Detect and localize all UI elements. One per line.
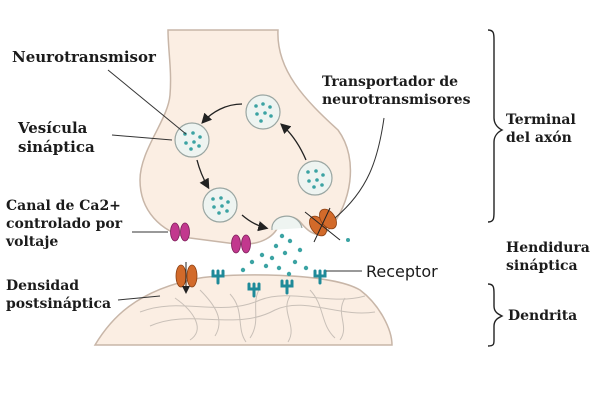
- postsynaptic-ion-channel: [175, 262, 198, 294]
- region-synaptic-cleft-1: Hendidura: [506, 240, 590, 256]
- calcium-channel: [170, 222, 190, 242]
- vesicle-cycle-arrows: [196, 103, 307, 232]
- label-calcium-3: voltaje: [5, 234, 58, 250]
- synaptic-vesicle: [245, 94, 281, 130]
- region-dendrite: Dendrita: [508, 308, 577, 324]
- label-psd-1: Densidad: [6, 278, 79, 294]
- calcium-channel: [231, 234, 251, 254]
- label-transporter-1: Transportador de: [322, 74, 458, 90]
- region-axon-terminal-1: Terminal: [506, 112, 576, 128]
- region-synaptic-cleft-2: sináptica: [506, 258, 578, 274]
- label-transporter-2: neurotransmisores: [322, 92, 471, 108]
- region-axon-terminal-2: del axón: [506, 130, 572, 146]
- neurotransmitter-transporter: [304, 207, 341, 243]
- fusing-vesicle: [271, 215, 303, 231]
- dendrite-shape: [93, 274, 393, 346]
- axon-terminal-shape: [139, 29, 352, 245]
- leader-lines: [107, 69, 385, 301]
- label-vesicle-2: sináptica: [18, 138, 95, 156]
- region-brackets: [487, 29, 504, 347]
- synaptic-vesicle: [174, 122, 210, 158]
- label-receptor: Receptor: [366, 262, 438, 281]
- label-calcium-2: controlado por: [6, 216, 123, 232]
- label-vesicle-1: Vesícula: [17, 119, 88, 137]
- label-psd-2: postsináptica: [6, 296, 111, 312]
- synaptic-vesicle: [202, 187, 238, 223]
- label-calcium-1: Canal de Ca2+: [6, 198, 121, 214]
- synaptic-vesicle: [297, 160, 333, 196]
- label-neurotransmitter: Neurotransmisor: [12, 48, 157, 66]
- neurotransmitter-molecules: [240, 233, 350, 277]
- receptor-icon: [211, 269, 327, 298]
- postsynaptic-density-fibers: [139, 287, 376, 343]
